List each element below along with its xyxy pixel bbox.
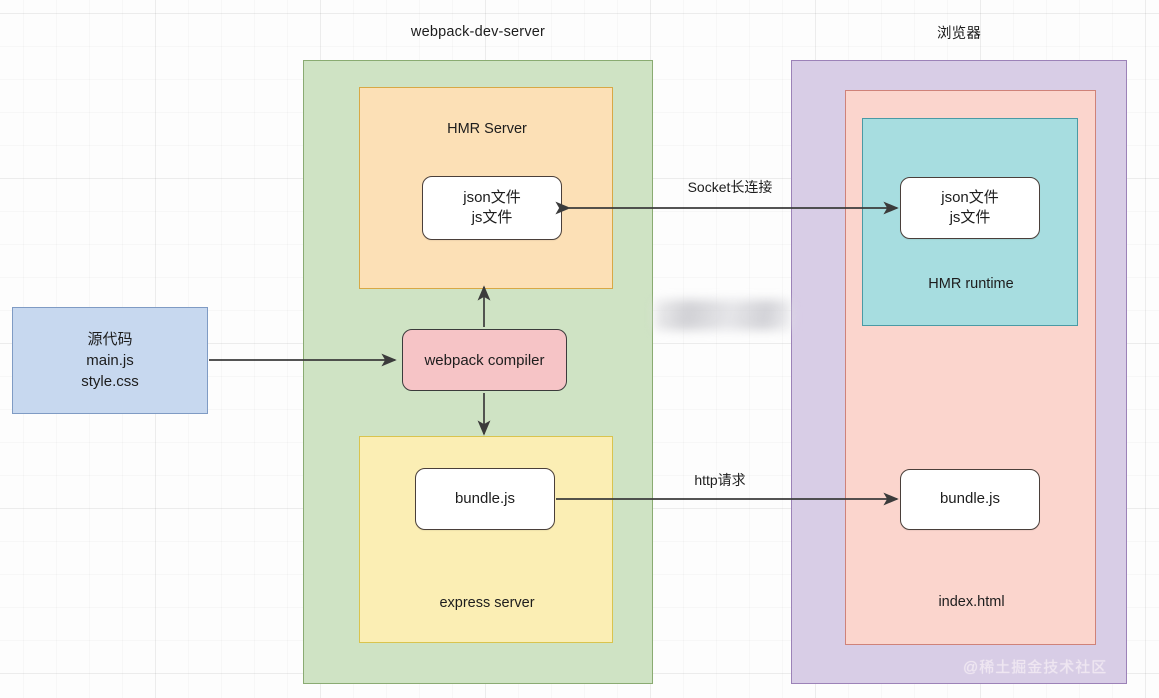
index-html-label: index.html bbox=[938, 594, 1005, 610]
watermark: @稀土掘金技术社区 bbox=[963, 659, 1108, 676]
http-edge-label: http请求 bbox=[694, 472, 746, 488]
socket-edge-label: Socket长连接 bbox=[687, 179, 773, 195]
browser-title: 浏览器 bbox=[936, 26, 982, 42]
hmr-runtime-label: HMR runtime bbox=[928, 276, 1014, 292]
hmr-server-files-line2: js文件 bbox=[471, 209, 513, 226]
source-code-line3: style.css bbox=[81, 373, 139, 390]
server-bundle-node: bundle.js bbox=[415, 468, 555, 530]
browser-bundle-node: bundle.js bbox=[900, 469, 1040, 530]
source-code-line2: main.js bbox=[86, 352, 134, 369]
express-server-label: express server bbox=[439, 595, 535, 611]
hmr-runtime-files-node: json文件 js文件 bbox=[900, 177, 1040, 239]
webpack-compiler-node: webpack compiler bbox=[402, 329, 567, 391]
source-code-line1: 源代码 bbox=[87, 331, 133, 348]
hmr-server-files-line1: json文件 bbox=[463, 188, 521, 206]
hmr-server-files-node: json文件 js文件 bbox=[422, 176, 562, 240]
hmr-runtime-files-line1: json文件 bbox=[941, 188, 999, 206]
source-code-node: 源代码 main.js style.css bbox=[12, 307, 208, 414]
hmr-runtime-files-line2: js文件 bbox=[949, 209, 991, 226]
webpack-dev-server-title: webpack-dev-server bbox=[410, 24, 546, 40]
hmr-server-label: HMR Server bbox=[447, 121, 527, 137]
blurred-redaction bbox=[654, 300, 792, 330]
